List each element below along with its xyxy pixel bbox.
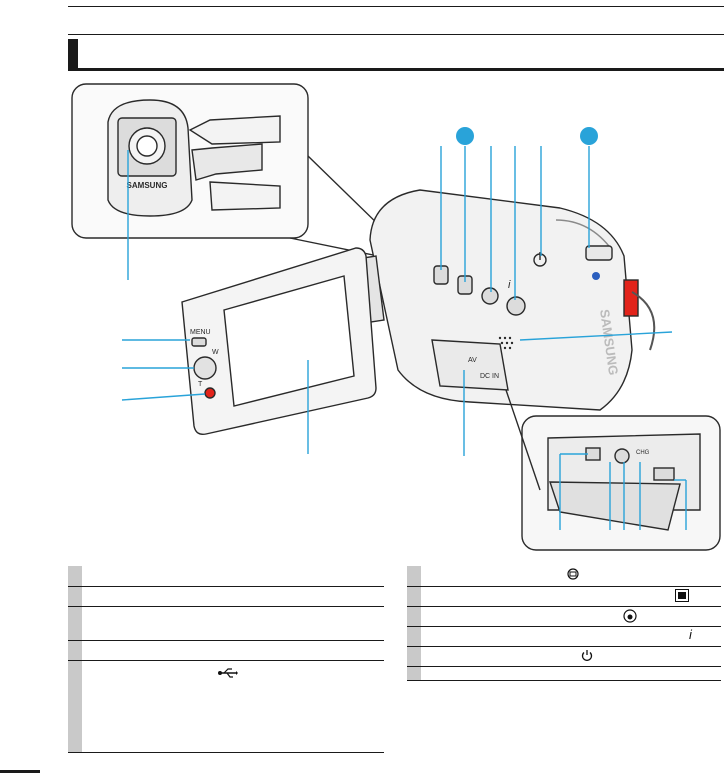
section-header	[68, 34, 724, 71]
usb-icon	[218, 667, 238, 678]
camcorder-diagram: SAMSUNG i AV DC IN SAMSUNG	[71, 83, 721, 551]
table-row	[68, 640, 384, 661]
callout-lines	[121, 146, 687, 530]
lcd-panel: MENU W T	[181, 247, 377, 436]
lens-inset: SAMSUNG	[71, 83, 309, 239]
row-number	[407, 626, 421, 647]
table-row	[68, 566, 384, 587]
row-number	[407, 606, 421, 627]
lcd-screen	[223, 275, 355, 407]
table-row	[407, 646, 721, 667]
row-text	[82, 606, 384, 641]
av-label: AV	[468, 357, 477, 364]
callout-dot-2	[580, 127, 598, 145]
page-edge-tab	[0, 770, 40, 773]
table-row	[407, 586, 721, 607]
zoom-lever-icon	[193, 356, 217, 380]
w-label: W	[212, 349, 219, 356]
table-row: i	[407, 626, 721, 647]
chg-label: CHG	[636, 450, 650, 456]
callout-dot-1	[456, 127, 474, 145]
power-icon	[581, 649, 593, 661]
table-row	[68, 586, 384, 607]
row-text-with-icon: i	[421, 626, 721, 647]
t-label: T	[198, 381, 203, 388]
view-icon	[585, 245, 613, 261]
table-row	[407, 666, 721, 681]
row-number	[407, 646, 421, 667]
row-text	[82, 640, 384, 661]
row-text-with-icon	[421, 606, 721, 627]
row-number	[68, 566, 82, 587]
row-number	[407, 666, 421, 681]
display-icon	[675, 588, 689, 602]
table-row	[68, 606, 384, 641]
menu-label: MENU	[190, 329, 211, 336]
usb-icon	[585, 447, 601, 461]
smart-auto-icon	[481, 287, 499, 305]
row-text-with-icon	[421, 566, 721, 587]
header-bottom-line	[68, 68, 724, 71]
info-icon: i	[508, 279, 511, 291]
row-text-with-icon	[82, 660, 384, 753]
table-row	[407, 566, 721, 587]
info-icon: i	[689, 626, 692, 642]
top-rule	[68, 6, 724, 7]
row-text-with-icon	[421, 586, 721, 607]
row-number	[407, 566, 421, 587]
port-inset: CHG	[521, 415, 721, 551]
jack-cover	[431, 339, 509, 391]
row-number	[68, 660, 82, 753]
row-text	[82, 586, 384, 607]
header-top-line	[68, 34, 724, 35]
row-text	[82, 566, 384, 587]
inset-pointer-top	[307, 155, 385, 231]
header-marker	[68, 39, 78, 69]
menu-button-icon	[191, 337, 207, 347]
legend-table-right: i	[407, 566, 721, 681]
row-number	[68, 606, 82, 641]
legend-table-left	[68, 566, 384, 753]
camcorder-body: i AV DC IN SAMSUNG	[369, 189, 656, 411]
row-number	[407, 586, 421, 607]
row-text-with-icon	[421, 646, 721, 667]
inset-brand-logo: SAMSUNG	[127, 181, 168, 190]
port-pointer	[505, 389, 541, 491]
smart-auto-icon	[623, 608, 637, 623]
dc-in-label: DC IN	[480, 373, 499, 380]
record-button-icon	[204, 387, 216, 399]
row-text	[421, 666, 721, 681]
row-number	[68, 586, 82, 607]
table-row	[68, 660, 384, 753]
face-detect-icon	[567, 568, 579, 580]
table-row	[407, 606, 721, 627]
row-number	[68, 640, 82, 661]
